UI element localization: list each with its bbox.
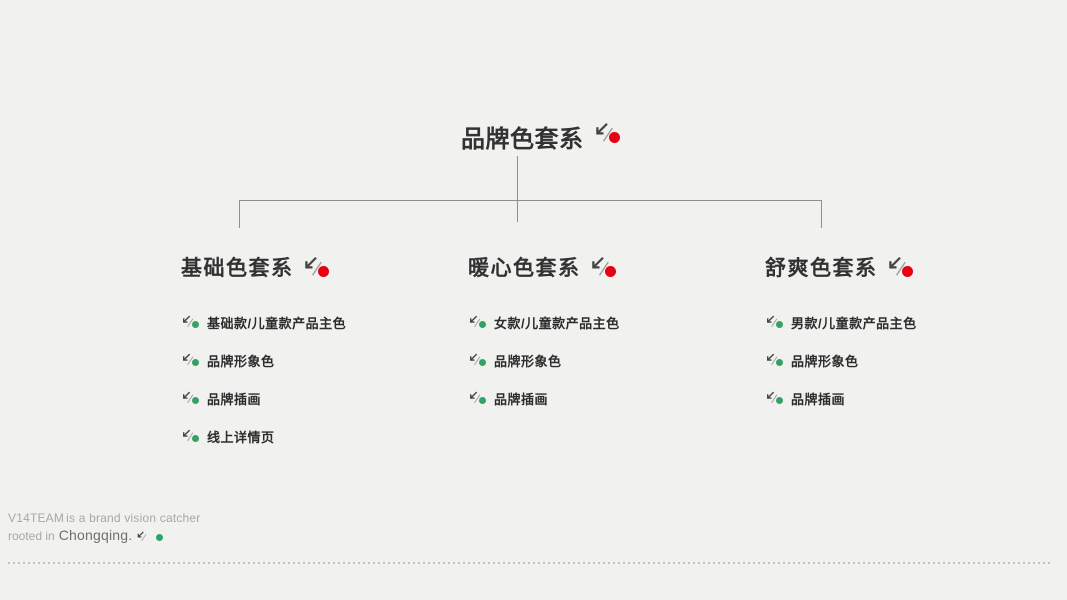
list-item-label: 男款/儿童款产品主色 — [791, 315, 917, 331]
arrow-down-left-icon — [181, 429, 199, 442]
green-dot-icon — [192, 397, 199, 404]
footer-tagline: is a brand vision catcher — [66, 511, 201, 525]
footer-line2: rooted in Chongqing. — [8, 527, 201, 543]
branch-item-list: 女款/儿童款产品主色 品牌形象色 品牌插画 — [468, 312, 738, 408]
branch-cool-color-series: 舒爽色套系 男款/儿童款产品主色 品牌形象色 品牌插画 — [765, 252, 1035, 426]
arrow-down-left-icon — [765, 391, 783, 404]
green-dot-icon — [479, 321, 486, 328]
arrow-down-left-icon — [181, 353, 199, 366]
green-dot-icon — [776, 359, 783, 366]
footer-brand: V14TEAM — [8, 511, 65, 525]
branch-title: 暖心色套系 — [468, 257, 581, 280]
green-dot-icon — [479, 359, 486, 366]
arrow-down-left-icon — [589, 256, 616, 277]
list-item-label: 品牌插画 — [791, 391, 846, 407]
branch-title: 基础色套系 — [181, 257, 294, 280]
branch-item-list: 男款/儿童款产品主色 品牌形象色 品牌插画 — [765, 312, 1035, 408]
list-item: 品牌形象色 — [468, 350, 738, 370]
green-dot-icon — [479, 397, 486, 404]
bottom-dotted-divider — [8, 562, 1052, 564]
root-node: 品牌色套系 — [461, 119, 620, 154]
arrow-down-left-icon — [765, 315, 783, 328]
arrow-down-left-icon — [302, 256, 329, 277]
branch-item-list: 基础款/儿童款产品主色 品牌形象色 品牌插画 线上详情页 — [181, 312, 451, 446]
list-item-label: 品牌插画 — [494, 391, 549, 407]
red-dot-icon — [901, 266, 913, 277]
page-title: 品牌色套系 — [461, 126, 584, 153]
arrow-down-left-icon — [468, 315, 486, 328]
red-dot-icon — [604, 266, 616, 277]
arrow-down-left-icon — [181, 315, 199, 328]
arrow-down-left-icon — [593, 122, 620, 143]
list-item: 基础款/儿童款产品主色 — [181, 312, 451, 332]
connector-right-drop-line — [821, 200, 822, 228]
list-item: 男款/儿童款产品主色 — [765, 312, 1035, 332]
green-dot-icon — [192, 359, 199, 366]
list-item-label: 基础款/儿童款产品主色 — [207, 315, 347, 331]
connector-horizontal-line — [239, 200, 822, 201]
green-dot-icon — [192, 321, 199, 328]
green-dot-icon — [776, 397, 783, 404]
branch-header: 基础色套系 — [181, 252, 451, 280]
list-item-label: 品牌形象色 — [207, 353, 275, 369]
list-item: 品牌插画 — [468, 388, 738, 408]
list-item: 女款/儿童款产品主色 — [468, 312, 738, 332]
branch-header: 暖心色套系 — [468, 252, 738, 280]
list-item: 线上详情页 — [181, 426, 451, 446]
list-item-label: 女款/儿童款产品主色 — [494, 315, 620, 331]
red-dot-icon — [608, 132, 620, 143]
list-item: 品牌插画 — [765, 388, 1035, 408]
red-dot-icon — [317, 266, 329, 277]
branch-title: 舒爽色套系 — [765, 257, 878, 280]
branch-basic-color-series: 基础色套系 基础款/儿童款产品主色 品牌形象色 品牌插画 — [181, 252, 451, 464]
connector-root-vertical-line — [517, 156, 518, 222]
green-dot-icon — [776, 321, 783, 328]
connector-left-drop-line — [239, 200, 240, 228]
branch-warm-color-series: 暖心色套系 女款/儿童款产品主色 品牌形象色 品牌插画 — [468, 252, 738, 426]
list-item: 品牌形象色 — [765, 350, 1035, 370]
list-item: 品牌形象色 — [181, 350, 451, 370]
list-item: 品牌插画 — [181, 388, 451, 408]
footer-credit: V14TEAM is a brand vision catcher rooted… — [8, 511, 201, 543]
list-item-label: 品牌形象色 — [494, 353, 562, 369]
arrow-down-left-icon — [468, 391, 486, 404]
arrow-down-left-icon — [136, 531, 147, 542]
arrow-down-left-icon — [765, 353, 783, 366]
footer-location-prefix: rooted in — [8, 529, 55, 543]
branch-header: 舒爽色套系 — [765, 252, 1035, 280]
arrow-down-left-icon — [468, 353, 486, 366]
arrow-down-left-icon — [181, 391, 199, 404]
list-item-label: 线上详情页 — [207, 429, 275, 445]
footer-line1: V14TEAM is a brand vision catcher — [8, 511, 201, 525]
footer-location: Chongqing. — [58, 527, 133, 543]
list-item-label: 品牌插画 — [207, 391, 262, 407]
green-dot-icon — [192, 435, 199, 442]
arrow-down-left-icon — [886, 256, 913, 277]
green-dot-icon — [156, 534, 164, 541]
list-item-label: 品牌形象色 — [791, 353, 859, 369]
